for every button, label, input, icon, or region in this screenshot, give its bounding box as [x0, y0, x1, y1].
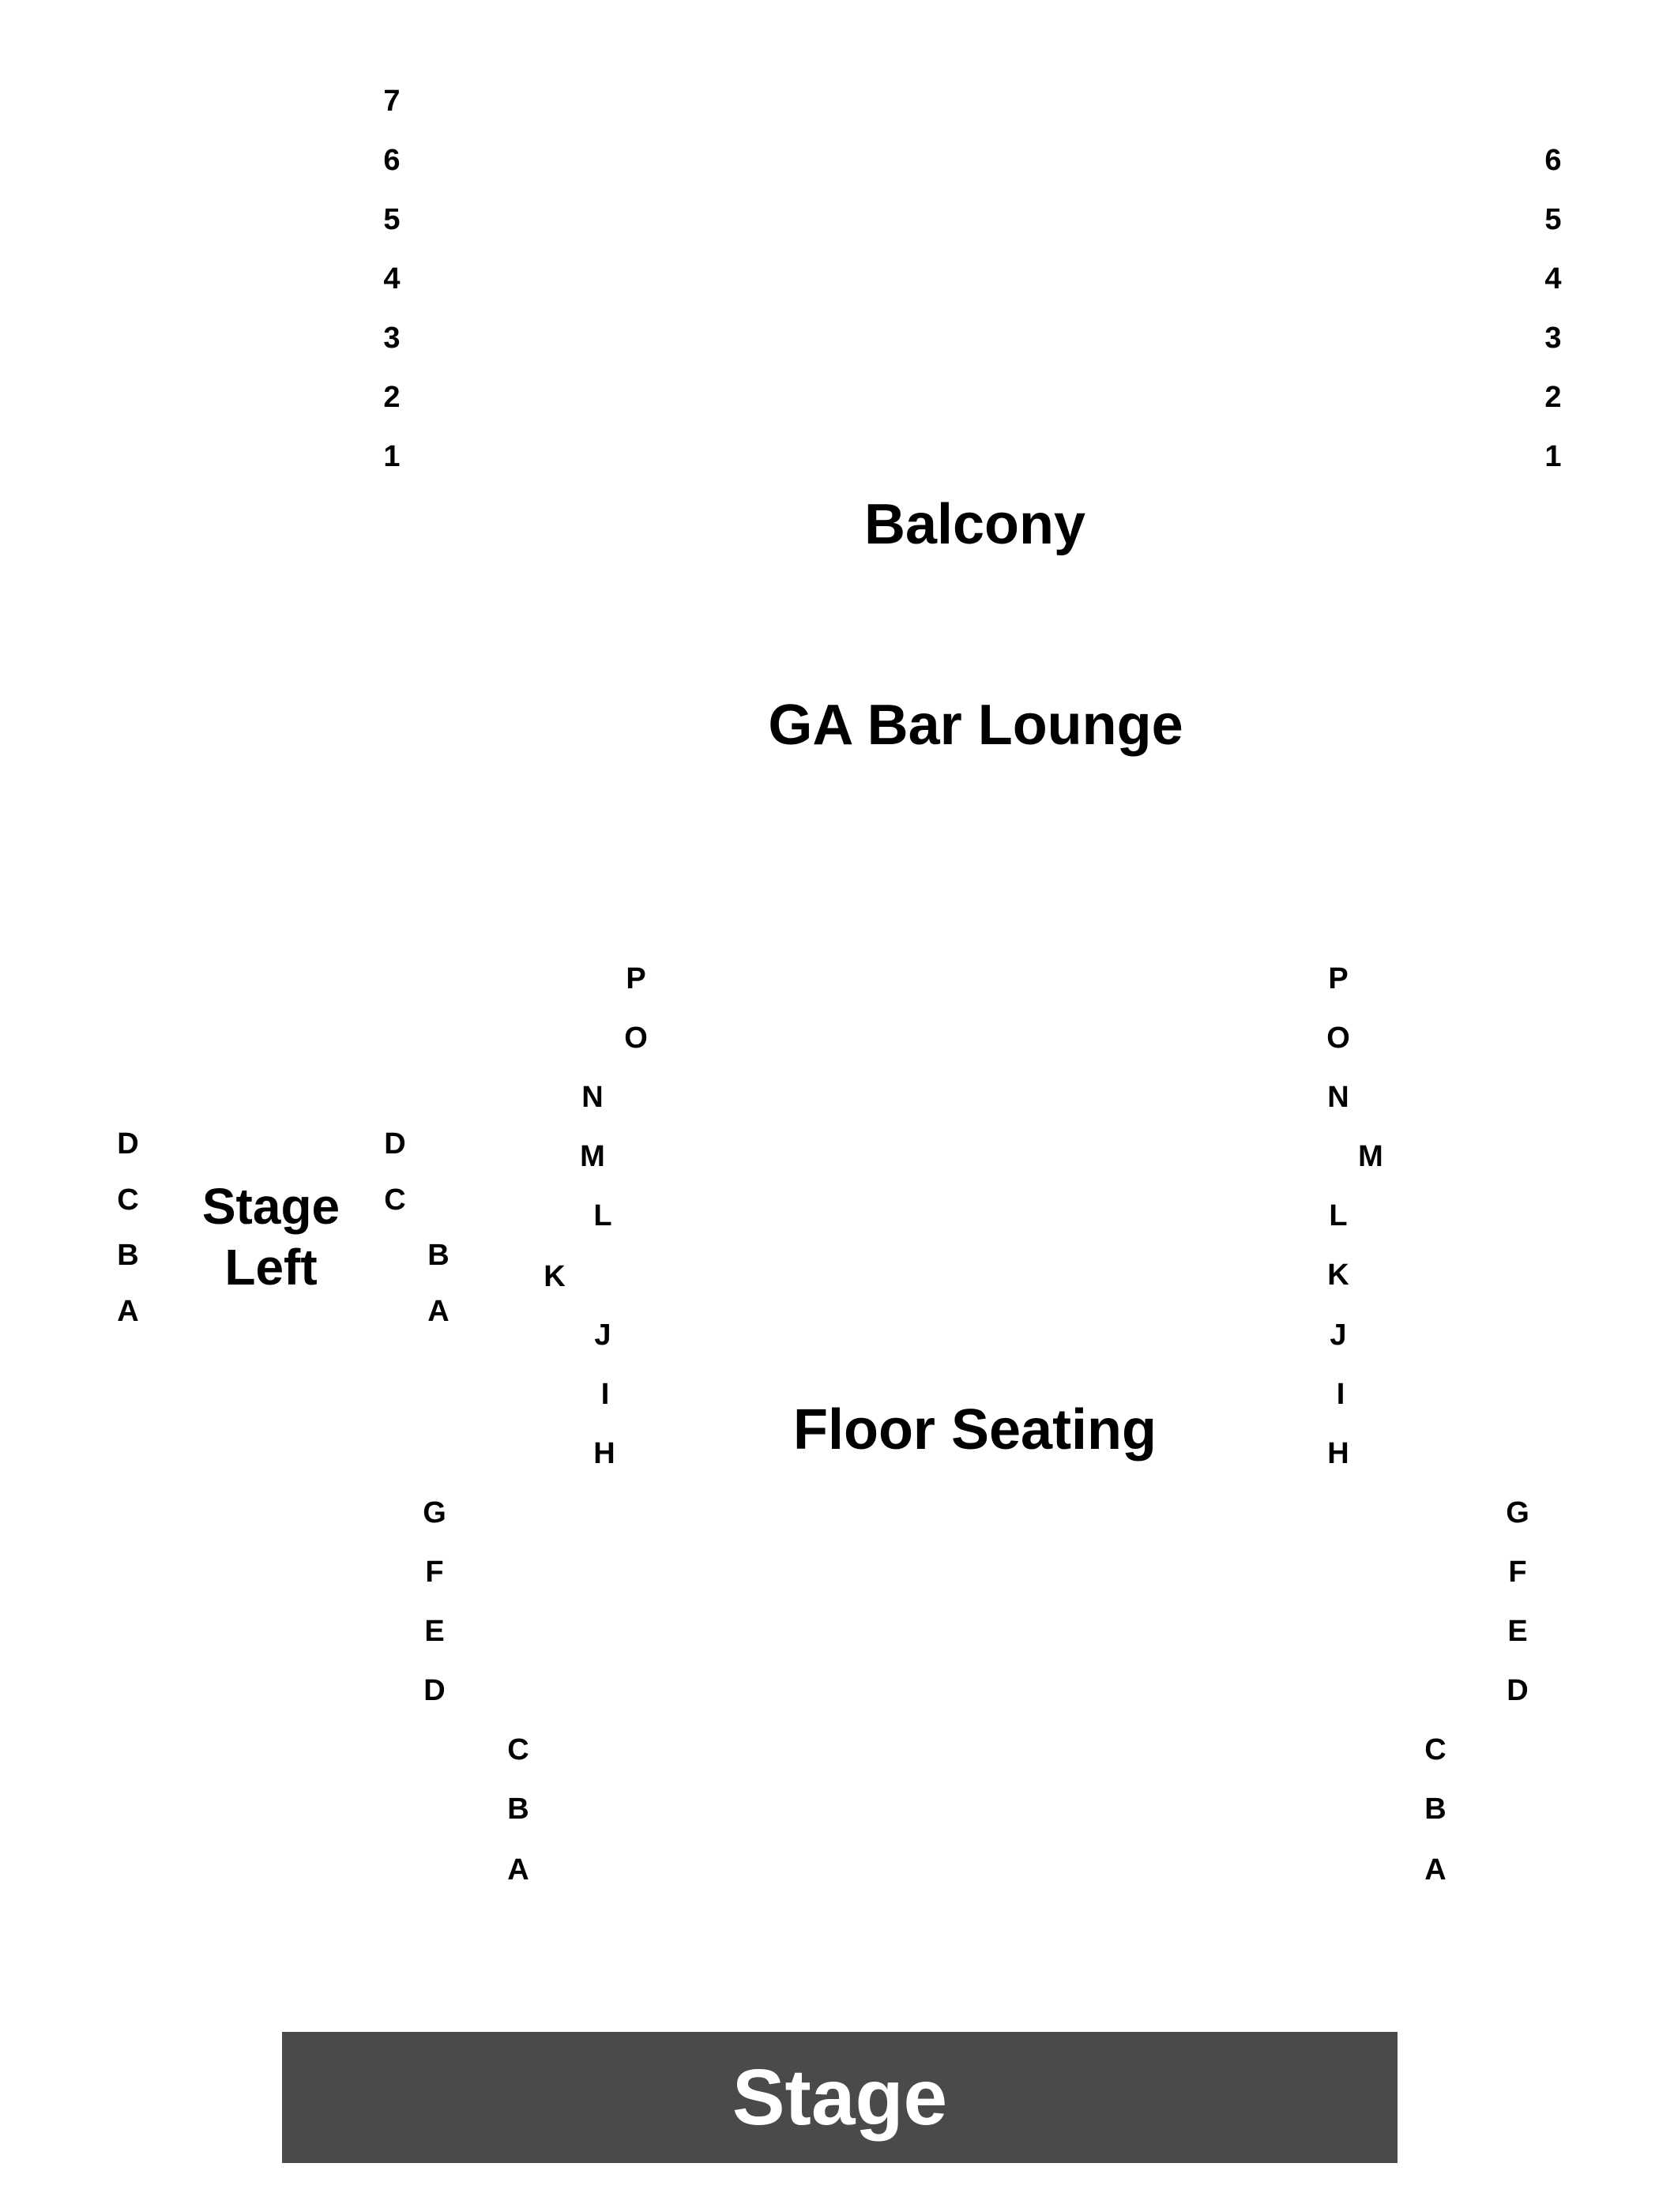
row-label: G — [1506, 1496, 1529, 1529]
row-label: A — [1424, 1853, 1446, 1887]
row-label: A — [427, 1295, 450, 1328]
row-label: P — [626, 962, 646, 995]
row-label: D — [117, 1127, 139, 1161]
stage-left-label: Stage Left — [201, 1178, 340, 1296]
row-label: 6 — [1544, 144, 1562, 177]
balcony-label: Balcony — [863, 493, 1086, 556]
row-label: 2 — [383, 381, 401, 414]
row-label: N — [581, 1081, 604, 1114]
row-label: 1 — [1544, 440, 1562, 473]
row-label: 4 — [1544, 262, 1562, 295]
row-label: 2 — [1544, 381, 1562, 414]
row-label: I — [1336, 1378, 1345, 1411]
row-label: E — [424, 1615, 445, 1648]
row-label: D — [423, 1674, 446, 1707]
row-label: K — [544, 1260, 566, 1293]
row-label: 3 — [1544, 322, 1562, 355]
row-label: B — [1424, 1793, 1446, 1826]
row-label: G — [423, 1496, 446, 1529]
row-label: J — [1330, 1319, 1347, 1352]
row-label: C — [117, 1183, 139, 1217]
row-label: 3 — [383, 322, 401, 355]
row-label: E — [1507, 1615, 1528, 1648]
row-label: F — [425, 1556, 444, 1589]
row-label: A — [507, 1853, 529, 1887]
row-label: L — [593, 1199, 612, 1232]
row-label: 4 — [383, 262, 401, 295]
row-label: B — [427, 1239, 450, 1272]
row-label: B — [117, 1239, 139, 1272]
floor-seating-label: Floor Seating — [792, 1398, 1157, 1462]
row-label: 5 — [1544, 203, 1562, 236]
row-label: P — [1328, 962, 1349, 995]
row-label: O — [624, 1021, 648, 1055]
row-label: C — [384, 1183, 406, 1217]
row-label: F — [1508, 1556, 1527, 1589]
stage-area — [282, 2032, 1398, 2163]
row-label: L — [1329, 1199, 1348, 1232]
stage-label: Stage — [732, 2053, 948, 2142]
row-label: B — [507, 1793, 529, 1826]
row-label: K — [1327, 1258, 1349, 1292]
row-label: D — [384, 1127, 406, 1161]
row-label: O — [1326, 1021, 1350, 1055]
row-label: D — [1507, 1674, 1529, 1707]
row-label: C — [1424, 1733, 1446, 1766]
row-label: 6 — [383, 144, 401, 177]
row-label: H — [1327, 1437, 1349, 1470]
row-label: I — [600, 1378, 610, 1411]
row-label: J — [594, 1319, 611, 1352]
row-label: 5 — [383, 203, 401, 236]
row-label: A — [117, 1295, 139, 1328]
row-label: M — [580, 1140, 605, 1173]
row-label: 1 — [383, 440, 401, 473]
row-label: 7 — [383, 85, 401, 118]
row-label: N — [1327, 1081, 1349, 1114]
row-label: M — [1358, 1140, 1383, 1173]
row-label: H — [593, 1437, 615, 1470]
row-label: C — [507, 1733, 529, 1766]
ga-bar-lounge-label: GA Bar Lounge — [768, 694, 1183, 757]
